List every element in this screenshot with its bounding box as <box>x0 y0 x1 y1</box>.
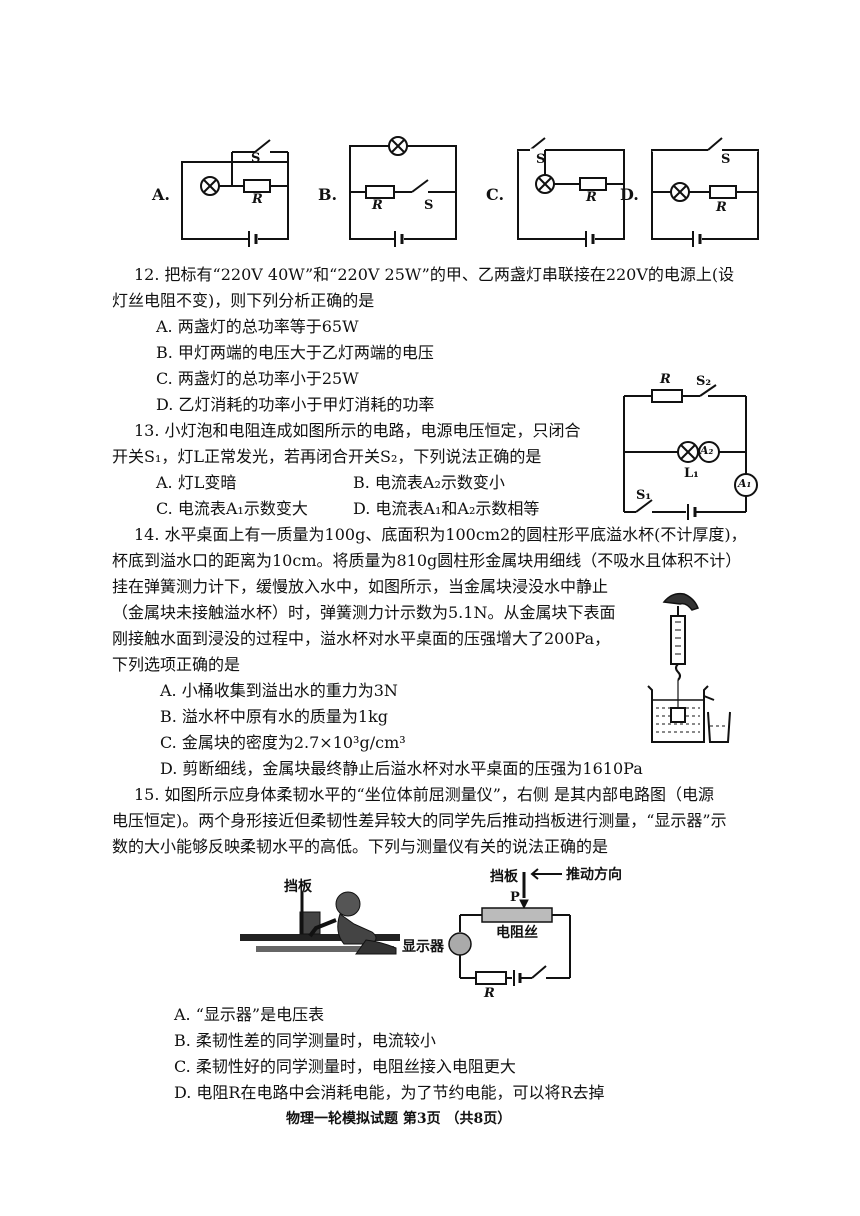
q14-option-b[interactable]: B. 溢水杯中原有水的质量为1kg <box>160 707 389 726</box>
q13-fig-s1-label: S₁ <box>636 488 652 503</box>
q12-option-b[interactable]: B. 甲灯两端的电压大于乙灯两端的电压 <box>156 343 434 362</box>
q11-a-resistor-label: R <box>252 192 263 207</box>
q15-option-c[interactable]: C. 柔韧性好的同学测量时，电阻丝接入电阻更大 <box>174 1057 516 1076</box>
q13-circuit-figure <box>623 384 758 520</box>
q15-circuit-figure <box>448 868 571 986</box>
q15-line1: 15. 如图所示应身体柔韧水平的“坐位体前屈测量仪”，右侧 是其内部电路图（电源 <box>134 785 714 804</box>
q13-option-d[interactable]: D. 电流表A₁和A₂示数相等 <box>353 499 540 518</box>
q13-fig-l1-label: L₁ <box>684 466 699 481</box>
q13-fig-r-label: R <box>660 372 671 387</box>
q11-option-d-letter: D. <box>620 185 639 204</box>
q11-b-switch-label: S <box>424 198 434 213</box>
q15-fig-baffle-right-label: 挡板 <box>490 869 518 885</box>
page-footer: 物理一轮模拟试题 第3页 （共8页） <box>286 1111 512 1127</box>
q14-line6: 下列选项正确的是 <box>112 655 241 674</box>
q13-fig-a1-label: A₁ <box>738 477 752 490</box>
q14-line2: 杯底到溢水口的距离为10cm。将质量为810g圆柱形金属块用细线（不吸水且体积不… <box>112 551 742 570</box>
q13-option-b[interactable]: B. 电流表A₂示数变小 <box>353 473 505 492</box>
q13-fig-a2-label: A₂ <box>700 444 714 457</box>
q15-fig-wire-label: 电阻丝 <box>496 925 538 941</box>
q14-line5: 刚接触水面到浸没的过程中，溢水杯对水平桌面的压强增大了200Pa， <box>112 629 611 648</box>
q15-option-d[interactable]: D. 电阻R在电路中会消耗电能，为了节约电能，可以将R去掉 <box>174 1083 605 1102</box>
q14-option-a[interactable]: A. 小桶收集到溢出水的重力为3N <box>160 681 398 700</box>
q15-line2: 电压恒定)。两个身形接近但柔韧性差异较大的同学先后推动挡板进行测量，“显示器”示 <box>112 811 727 830</box>
q15-person-figure <box>240 891 400 955</box>
q11-option-c-letter: C. <box>486 185 505 204</box>
q14-option-c[interactable]: C. 金属块的密度为2.7×10³g/cm³ <box>160 733 406 752</box>
q11-a-switch-label: S <box>251 151 261 166</box>
q12-option-a[interactable]: A. 两盏灯的总功率等于65W <box>156 317 359 336</box>
q13-stem-line1: 13. 小灯泡和电阻连成如图所示的电路，电源电压恒定，只闭合 <box>134 421 581 440</box>
q14-overflow-cup-figure <box>647 592 731 743</box>
q14-line1: 14. 水平桌面上有一质量为100g、底面积为100cm2的圆柱形平底溢水杯(不… <box>134 525 747 544</box>
q11-d-resistor-label: R <box>716 200 727 215</box>
q11-c-switch-label: S <box>536 152 546 167</box>
q15-fig-p-label: P <box>510 890 520 905</box>
q15-fig-baffle-left-label: 挡板 <box>284 879 312 895</box>
q11-b-resistor-label: R <box>372 198 383 213</box>
q14-option-d[interactable]: D. 剪断细线，金属块最终静止后溢水杯对水平桌面的压强为1610Pa <box>160 759 643 778</box>
q11-circuit-a <box>181 139 289 247</box>
q11-circuit-d <box>651 137 759 247</box>
q15-line3: 数的大小能够反映柔韧水平的高低。下列与测量仪有关的说法正确的是 <box>112 837 609 856</box>
q11-option-b-letter: B. <box>318 185 338 204</box>
q13-option-c[interactable]: C. 电流表A₁示数变大 <box>156 499 308 518</box>
q12-option-c[interactable]: C. 两盏灯的总功率小于25W <box>156 369 359 388</box>
q15-fig-r-label: R <box>484 986 495 1001</box>
q12-stem-line2: 灯丝电阻不变)，则下列分析正确的是 <box>112 291 375 310</box>
q11-d-switch-label: S <box>721 152 731 167</box>
q12-option-d[interactable]: D. 乙灯消耗的功率小于甲灯消耗的功率 <box>156 395 435 414</box>
q13-stem-line2: 开关S₁，灯L正常发光，若再闭合开关S₂，下列说法正确的是 <box>112 447 542 466</box>
q13-option-a[interactable]: A. 灯L变暗 <box>156 473 237 492</box>
q15-option-b[interactable]: B. 柔韧性差的同学测量时，电流较小 <box>174 1031 436 1050</box>
q15-option-a[interactable]: A. “显示器”是电压表 <box>174 1005 325 1024</box>
q13-fig-s2-label: S₂ <box>696 374 712 389</box>
q11-circuit-b <box>349 136 457 247</box>
q14-line4: （金属块未接触溢水杯）时，弹簧测力计示数为5.1N。从金属块下表面 <box>112 603 616 622</box>
q14-line3: 挂在弹簧测力计下，缓慢放入水中，如图所示，当金属块浸没水中静止 <box>112 577 609 596</box>
q11-circuit-c <box>517 137 625 247</box>
q15-fig-push-direction-label: 推动方向 <box>566 867 622 883</box>
q12-stem-line1: 12. 把标有“220V 40W”和“220V 25W”的甲、乙两盏灯串联接在2… <box>134 265 735 284</box>
q11-c-resistor-label: R <box>586 190 597 205</box>
q11-option-a-letter: A. <box>152 185 170 204</box>
q15-fig-display-label: 显示器 <box>402 939 444 955</box>
